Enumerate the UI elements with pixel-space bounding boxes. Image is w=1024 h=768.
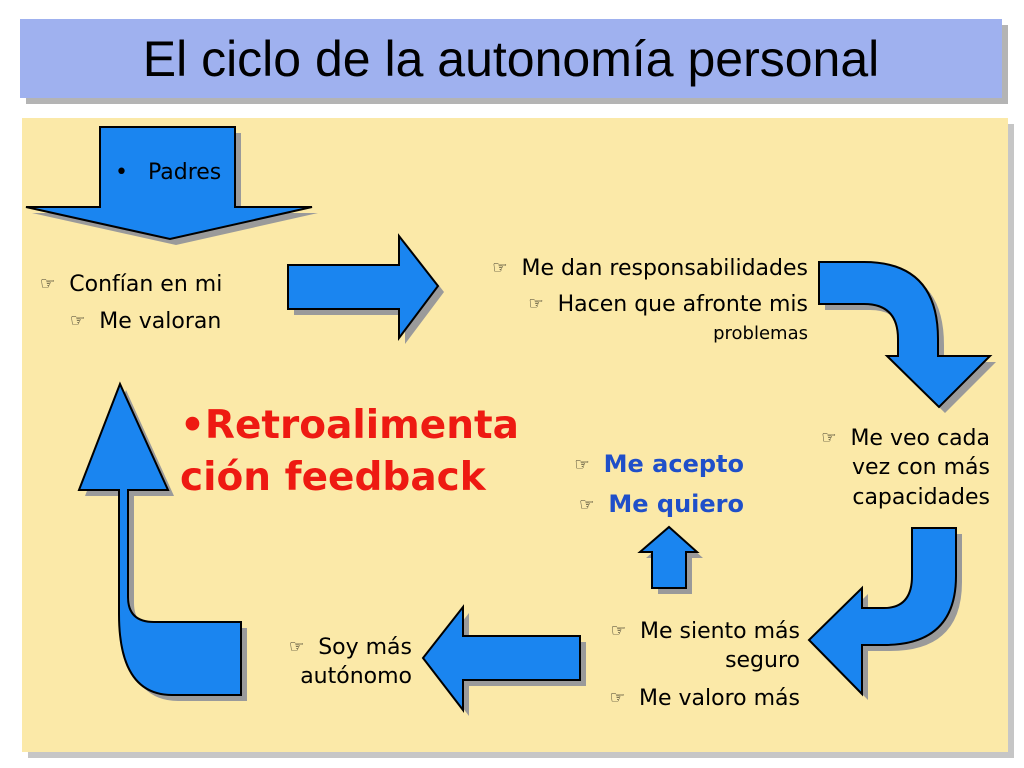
arrow-left-bottom (421, 604, 586, 716)
capabilities-line-2: vez con más (852, 455, 990, 480)
title-banner: El ciclo de la autonomía personal (20, 19, 1002, 98)
bullet-dot: • (115, 160, 128, 185)
pointing-hand-icon: ☞ (492, 258, 508, 278)
arrow-curve-up-left (77, 381, 247, 701)
pointing-hand-icon: ☞ (609, 688, 626, 708)
autonomous-line-2: autónomo (300, 664, 412, 689)
pointing-hand-icon: ☞ (70, 311, 86, 331)
pointing-hand-icon: ☞ (821, 428, 837, 448)
pointing-hand-icon: ☞ (288, 637, 305, 657)
feedback-line-2: ción feedback (180, 455, 486, 500)
capabilities-line-1: Me veo cada (850, 426, 990, 451)
arrow-curve-down-left (807, 527, 962, 700)
capabilities-line-3: capacidades (852, 485, 990, 510)
node-value-more: ☞ Me valoro más (560, 683, 800, 714)
love-myself-label: Me quiero (608, 490, 744, 518)
arrow-curve-right-down (818, 261, 996, 413)
pointing-hand-icon: ☞ (528, 294, 544, 314)
problems-label: problemas (713, 323, 808, 344)
feel-safe-line-2: seguro (725, 648, 800, 673)
arrow-down-parents (25, 126, 318, 245)
node-face-problems: ☞ Hacen que afronte mis (440, 289, 808, 320)
arrow-up-small (637, 525, 703, 594)
pointing-hand-icon: ☞ (610, 621, 626, 641)
node-value-me: ☞ Me valoran (70, 306, 221, 337)
node-accept: ☞ Me acepto (540, 449, 744, 480)
node-feel-safe: ☞ Me siento más (560, 616, 800, 647)
node-capabilities: ☞ Me veo cada (780, 423, 990, 454)
node-responsibilities: ☞ Me dan responsabilidades (440, 253, 808, 284)
parents-label: Padres (147, 160, 222, 185)
face-problems-label: Hacen que afronte mis (557, 292, 808, 317)
page-title: El ciclo de la autonomía personal (142, 30, 880, 87)
pointing-hand-icon: ☞ (574, 455, 590, 475)
value-me-label: Me valoran (99, 309, 222, 334)
feedback-line-1: •Retroalimenta (180, 403, 519, 448)
node-trust: ☞ Confían en mi (40, 269, 222, 300)
node-parents: • Padres (115, 158, 221, 188)
accept-label: Me acepto (603, 450, 744, 478)
feel-safe-line-1: Me siento más (639, 619, 800, 644)
responsibilities-label: Me dan responsabilidades (521, 256, 808, 281)
trust-label: Confían en mi (69, 272, 223, 297)
node-love-myself: ☞ Me quiero (540, 489, 744, 520)
arrow-right-top (287, 233, 444, 344)
pointing-hand-icon: ☞ (40, 274, 56, 294)
value-more-label: Me valoro más (639, 686, 800, 711)
pointing-hand-icon: ☞ (579, 495, 595, 515)
feedback-label: •Retroalimenta ción feedback (180, 400, 519, 504)
autonomous-line-1: Soy más (318, 635, 412, 660)
node-autonomous: ☞ Soy más (230, 632, 412, 663)
